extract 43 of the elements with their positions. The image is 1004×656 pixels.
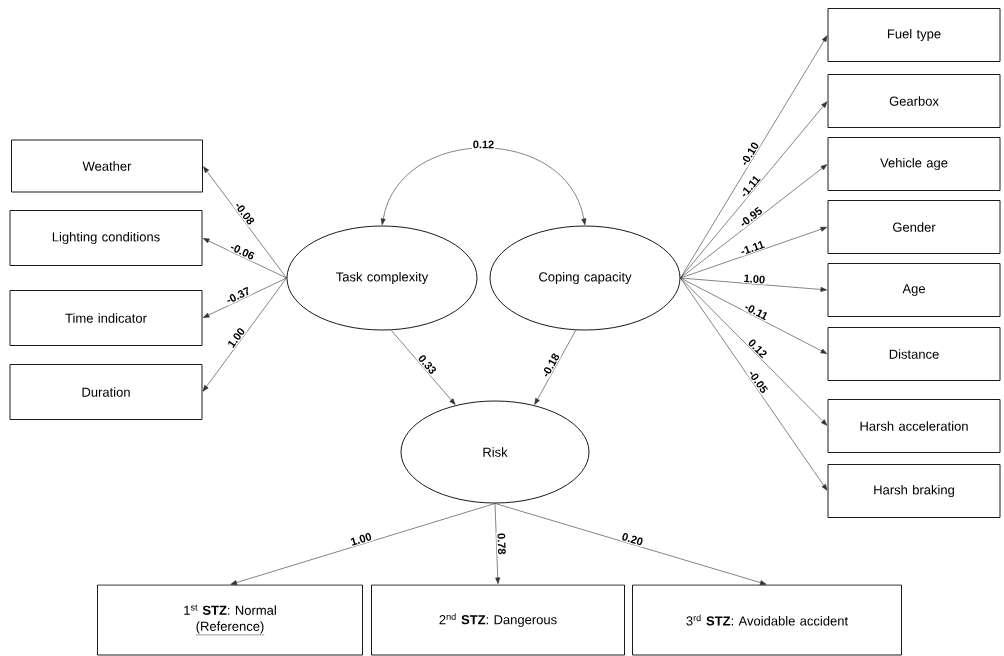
arrow bbox=[680, 277, 827, 292]
arrow bbox=[680, 277, 828, 354]
arrow bbox=[534, 329, 577, 405]
arrow bbox=[680, 35, 828, 279]
variable-box: 3$^{rd}$ STZ: Avoidable accident bbox=[632, 584, 902, 656]
variable-box: Lighting conditions bbox=[9, 210, 203, 266]
arrow bbox=[230, 503, 496, 585]
arrow bbox=[380, 147, 587, 225]
variable-box: Vehicle age bbox=[827, 137, 1001, 191]
edge-label: -0.11 bbox=[745, 305, 768, 321]
variable-box: Harsh braking bbox=[827, 464, 1001, 518]
edge-label: -1.11 bbox=[741, 240, 765, 254]
edge-label: -0.37 bbox=[227, 286, 249, 303]
variable-box: Weather bbox=[11, 139, 203, 193]
variable-box: Distance bbox=[827, 327, 1001, 381]
variable-box: 1$^{st}$ STZ: Normal (Reference) bbox=[97, 584, 363, 656]
arrow bbox=[680, 277, 828, 491]
edge-label: -0.06 bbox=[230, 245, 255, 260]
arrow bbox=[494, 503, 501, 584]
edge-label: -0.18 bbox=[544, 353, 560, 377]
arrow bbox=[680, 164, 828, 279]
variable-box: Gender bbox=[827, 200, 1001, 254]
arrow bbox=[390, 329, 456, 405]
variable-box: Fuel type bbox=[827, 8, 1001, 62]
variable-box: 2$^{nd}$ STZ: Dangerous bbox=[371, 584, 625, 656]
arrow bbox=[680, 226, 827, 279]
arrow bbox=[494, 503, 767, 585]
arrow bbox=[203, 166, 287, 279]
variable-box: Age bbox=[827, 263, 1001, 317]
edge-label: 0.20 bbox=[622, 533, 643, 546]
variable-box: Duration bbox=[9, 364, 203, 420]
edge-label: 0.12 bbox=[473, 140, 494, 149]
arrow bbox=[680, 277, 828, 426]
variable-box: Harsh acceleration bbox=[827, 399, 1001, 453]
arrow bbox=[202, 238, 287, 279]
arrow bbox=[680, 101, 828, 279]
variable-box: Gearbox bbox=[827, 74, 1001, 128]
edge-label: 1.00 bbox=[744, 274, 765, 284]
arrow bbox=[202, 277, 287, 318]
arrow bbox=[202, 277, 287, 392]
edge-label: 0.78 bbox=[497, 533, 506, 555]
variable-box: Time indicator bbox=[9, 290, 203, 346]
edge-label: 1.00 bbox=[350, 533, 372, 546]
